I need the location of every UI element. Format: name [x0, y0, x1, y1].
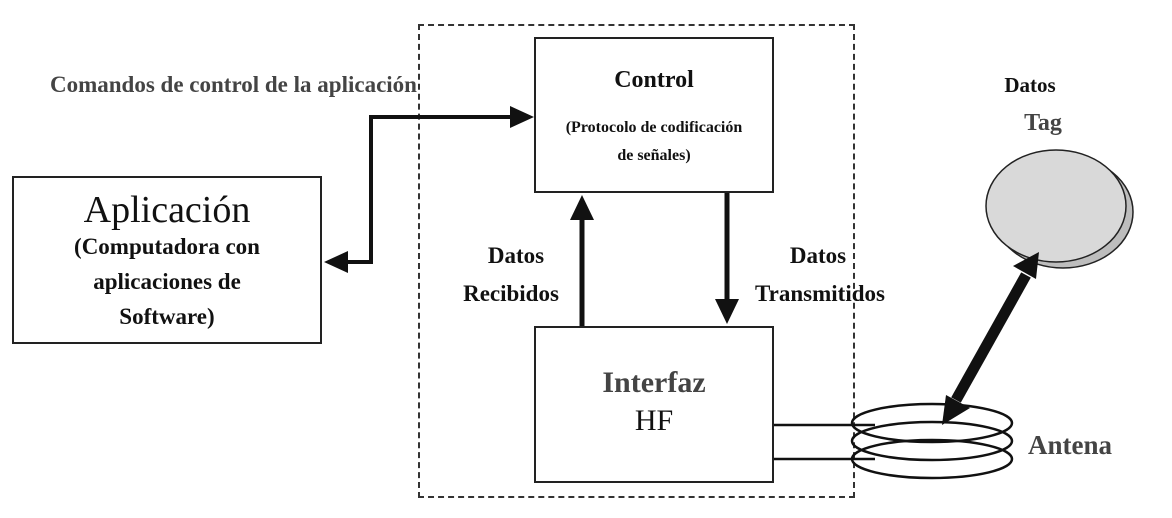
tag-label-line2: Tag: [1024, 110, 1062, 136]
application-line2: aplicaciones de: [93, 269, 241, 294]
arrow-to-control-head: [510, 106, 534, 128]
command-label: Comandos de control de la aplicación: [50, 72, 417, 97]
control-line1: (Protocolo de codificación: [565, 119, 743, 136]
tag-antenna-link: [942, 252, 1039, 425]
received-label-line2: Recibidos: [463, 281, 559, 306]
antenna-label: Antena: [1028, 430, 1113, 460]
antenna-coil: [850, 402, 1014, 480]
interface-subtitle: HF: [634, 404, 674, 437]
application-line3: Software): [119, 304, 215, 329]
application-line1: (Computadora con: [74, 234, 260, 259]
transmitted-label-line2: Transmitidos: [755, 281, 885, 306]
transmitted-data-arrow: [715, 193, 739, 324]
antenna-leads: [774, 423, 875, 461]
control-box: Control (Protocolo de codificación de se…: [534, 37, 774, 193]
tag-disc: [985, 149, 1134, 269]
application-title: Aplicación: [83, 189, 251, 231]
transmitted-label-line1: Datos: [789, 243, 847, 268]
received-label-line1: Datos: [487, 243, 545, 268]
tag-label-line1: Datos: [1004, 73, 1056, 97]
control-title: Control: [614, 67, 694, 93]
arrow-to-application-head: [324, 251, 348, 273]
command-line: [324, 106, 534, 273]
reader-boundary: [418, 24, 855, 498]
interface-hf-box: Interfaz HF: [534, 326, 774, 483]
control-line2: de señales): [617, 147, 691, 164]
interface-title: Interfaz: [602, 366, 706, 399]
application-box: Aplicación (Computadora con aplicaciones…: [12, 176, 322, 344]
received-data-arrow: [570, 195, 594, 326]
